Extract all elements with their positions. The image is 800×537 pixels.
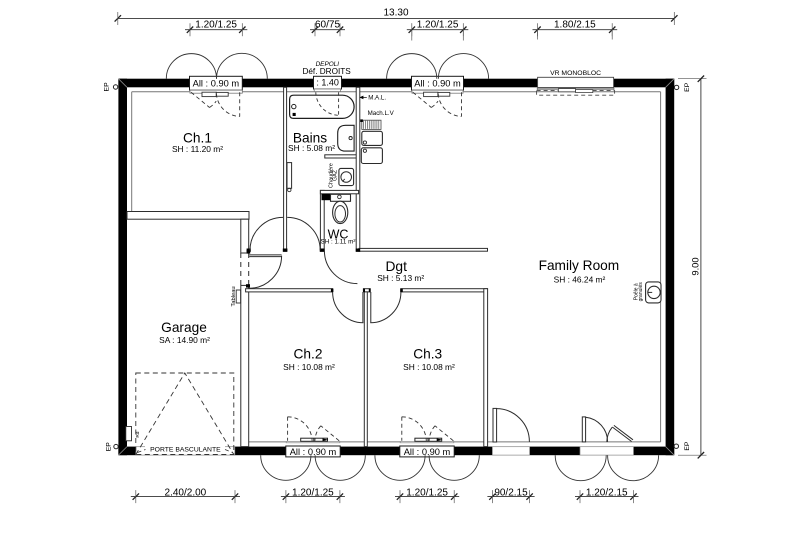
- svg-text:1.20/1.25: 1.20/1.25: [195, 20, 237, 31]
- svg-text:1.20/2.15: 1.20/2.15: [586, 488, 628, 499]
- svg-text:1.80/2.15: 1.80/2.15: [554, 20, 596, 31]
- svg-text:M.A.L.: M.A.L.: [368, 95, 386, 102]
- svg-text:SH : 5.08 m²: SH : 5.08 m²: [288, 143, 335, 153]
- svg-text:Ch.2: Ch.2: [294, 347, 323, 362]
- svg-text:All : 0.90 m: All : 0.90 m: [404, 447, 451, 457]
- svg-text:DEPOLI: DEPOLI: [316, 61, 340, 68]
- svg-text:GAZ: GAZ: [333, 169, 339, 181]
- svg-text:Dgt: Dgt: [385, 259, 407, 274]
- svg-text:1.20/1.25: 1.20/1.25: [417, 20, 459, 31]
- svg-text:SH : 11.20 m²: SH : 11.20 m²: [172, 144, 223, 154]
- svg-text:granulés: granulés: [638, 282, 644, 302]
- svg-text:Family Room: Family Room: [539, 258, 620, 273]
- svg-text:EP: EP: [105, 442, 112, 452]
- svg-text:EP: EP: [684, 441, 691, 451]
- svg-text:EP: EP: [684, 82, 691, 92]
- svg-text:WC: WC: [328, 227, 349, 241]
- svg-text:Rd: Rd: [135, 431, 141, 437]
- svg-text:SA : 14.90 m²: SA : 14.90 m²: [159, 335, 210, 345]
- svg-text:SH : 46.24 m²: SH : 46.24 m²: [554, 275, 606, 285]
- svg-text:Poêle à: Poêle à: [633, 283, 639, 300]
- svg-text:SH : 5.13 m²: SH : 5.13 m²: [377, 273, 424, 283]
- svg-text:Bains: Bains: [293, 130, 327, 145]
- svg-text:SH : 1.11 m²: SH : 1.11 m²: [321, 239, 356, 246]
- svg-text:Ch.3: Ch.3: [413, 347, 442, 362]
- svg-text:SH : 10.08 m²: SH : 10.08 m²: [283, 362, 335, 372]
- svg-text:13.30: 13.30: [383, 8, 408, 19]
- svg-text:Garage: Garage: [161, 320, 207, 335]
- svg-text:All : 0.90 m: All : 0.90 m: [193, 79, 240, 89]
- svg-text:Déf. DROITS: Déf. DROITS: [302, 67, 351, 76]
- svg-text:9.00: 9.00: [689, 257, 700, 275]
- svg-text:: 1.40: : 1.40: [316, 77, 339, 87]
- svg-text:60/75: 60/75: [315, 20, 340, 31]
- svg-text:Mach.L.V: Mach.L.V: [368, 110, 395, 117]
- svg-text:Tableau: Tableau: [231, 286, 237, 306]
- svg-text:2.40/2.00: 2.40/2.00: [165, 488, 207, 499]
- svg-text:Chaudière: Chaudière: [328, 163, 334, 188]
- svg-text:PORTE BASCULANTE: PORTE BASCULANTE: [150, 447, 221, 454]
- svg-text:All : 0.90 m: All : 0.90 m: [290, 447, 337, 457]
- svg-text:1.20/1.25: 1.20/1.25: [406, 488, 448, 499]
- svg-text:All : 0.90 m: All : 0.90 m: [414, 79, 461, 89]
- svg-text:SH : 10.08 m²: SH : 10.08 m²: [403, 362, 455, 372]
- svg-text:VR MONOBLOC: VR MONOBLOC: [550, 70, 601, 77]
- svg-text:1.20/1.25: 1.20/1.25: [292, 488, 334, 499]
- svg-text:Ch.1: Ch.1: [183, 131, 212, 146]
- svg-text:90/2.15: 90/2.15: [494, 488, 528, 499]
- svg-text:EP: EP: [103, 82, 110, 92]
